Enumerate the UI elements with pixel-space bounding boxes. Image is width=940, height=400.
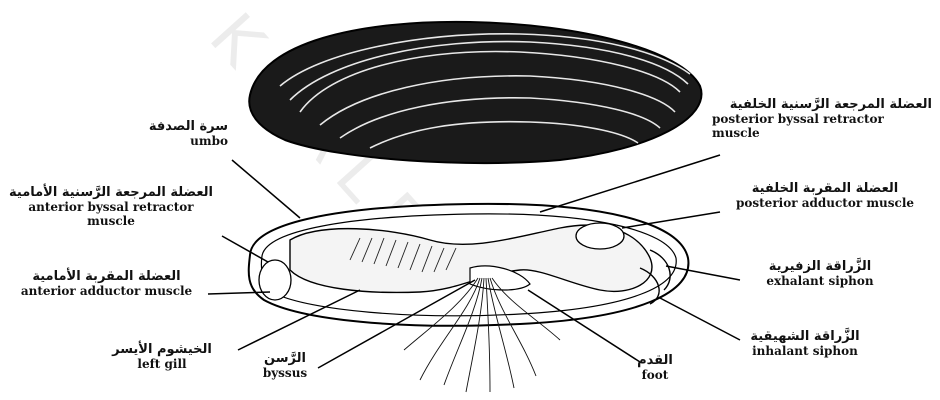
label-anterior-byssal-retractor: العضلة المرجعة الرَّسنية الأمامية anteri… (6, 186, 216, 229)
label-anterior-adductor: العضلة المقربة الأمامية anterior adducto… (4, 270, 209, 299)
label-left-gill: الخيشوم الأيسر left gill (92, 343, 232, 372)
label-umbo: سرة الصدفة umbo (110, 120, 228, 149)
label-inhalant-siphon: الزَّراقة الشهيقية inhalant siphon (740, 330, 870, 359)
label-exhalant-siphon: الزَّراقة الزفيرية exhalant siphon (740, 260, 900, 289)
shell-exterior (249, 22, 701, 163)
label-foot: القدم foot (630, 354, 680, 383)
label-byssus: الرَّسن byssus (250, 352, 320, 381)
label-posterior-byssal-retractor: العضلة المرجعة الرَّسنية الخلفية posteri… (712, 98, 932, 141)
label-posterior-adductor: العضلة المقربة الخلفية posterior adducto… (712, 182, 938, 211)
shell-interior (249, 204, 689, 326)
